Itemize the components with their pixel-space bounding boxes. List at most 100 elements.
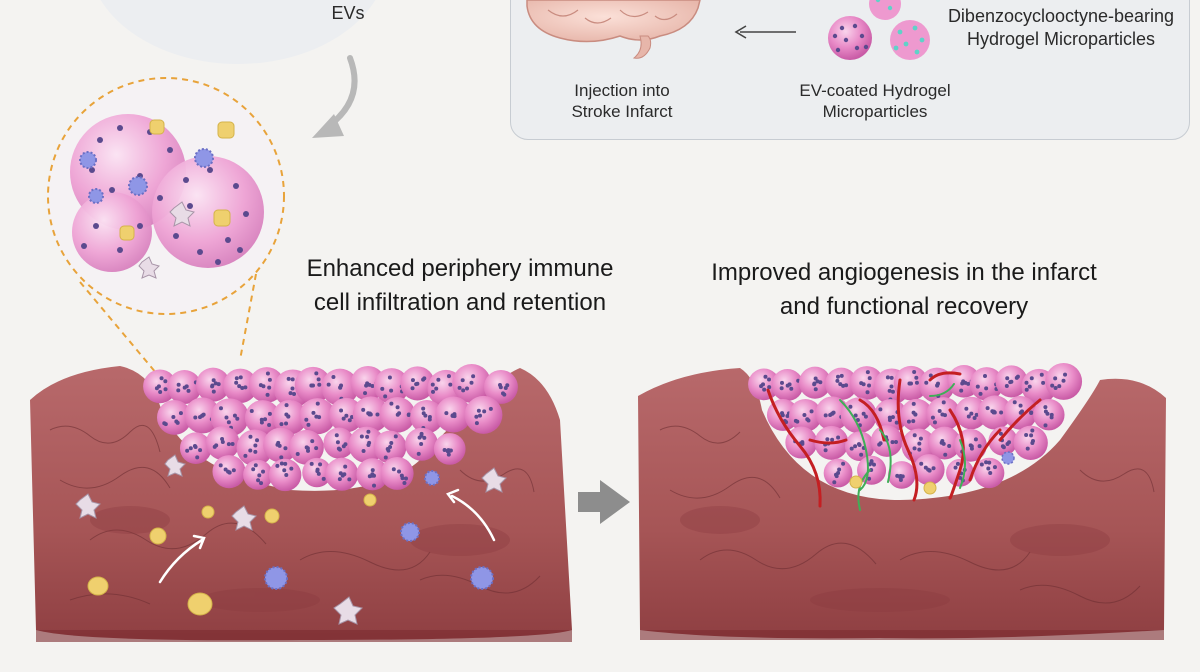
ev-dot [359,434,364,439]
ev-dot [889,384,894,389]
ev-dot [414,382,419,387]
ev-dot [163,387,168,392]
ev-dot [218,406,223,411]
ev-dot [861,382,866,387]
ev-dot [937,409,942,414]
ev-dot [276,440,281,445]
ev-dot [924,380,929,385]
ev-dot [1063,372,1068,377]
right-tissue-block [638,368,1166,640]
ev-dot [311,383,316,388]
ev-dot [234,376,239,381]
ev-dot [383,455,388,460]
ev-dot [987,460,992,465]
ev-dot [224,415,229,420]
ev-dot [195,455,200,460]
ev-dot [465,386,470,391]
ev-dot [446,452,451,457]
ev-dot [1000,444,1005,449]
ev-dot [966,381,971,386]
ev-dot [243,385,248,390]
ev-dot [887,388,892,393]
ev-dot [448,382,453,387]
ev-dot [211,378,216,383]
ev-dot [836,435,841,440]
ev-dot [341,416,346,421]
ev-dot [830,411,835,416]
ev-dot [812,381,817,386]
ev-dot [347,418,352,423]
ev-dot [911,401,916,406]
ev-dot [877,442,882,447]
ev-dot [234,380,239,385]
ev-dot [251,467,256,472]
ev-dot [284,403,289,408]
ev-dot [232,413,237,418]
ev-dot [966,414,971,419]
ev-dot [336,446,341,451]
ev-dot [410,378,415,383]
ev-dot [159,376,164,381]
ev-dot [865,370,870,375]
ev-dot [265,392,270,397]
ev-dot [220,439,225,444]
ev-dot [267,422,272,427]
ev-dot [461,388,466,393]
ev-dot [267,377,272,382]
ev-dot [289,466,294,471]
ev-dot [859,452,864,457]
ev-dot [375,412,380,417]
ev-dot [342,472,347,477]
ev-dot [1027,384,1032,389]
ev-dot [343,442,348,447]
arrow-left-icon [734,25,796,39]
ev-dot [422,376,427,381]
ev-dot [767,385,772,390]
ev-dot [848,404,853,409]
ev-dot [450,413,455,418]
ev-dot [383,394,388,399]
arrow-right-icon [578,480,630,524]
ev-dot [292,392,297,397]
ev-dot [306,448,311,453]
ev-dot [914,375,919,380]
ev-dot [430,382,435,387]
ev-dot [955,461,960,466]
ev-dot [853,444,858,449]
ev-dot [389,401,394,406]
ev-dot [389,441,394,446]
ev-dot [1024,380,1029,385]
ev-dot [386,448,391,453]
ev-dot [887,415,892,420]
ev-dot [210,383,215,388]
ev-dot [286,376,291,381]
ev-dot [267,411,272,416]
ev-dot [263,417,268,422]
ev-dot [238,375,243,380]
ev-dot [1031,438,1036,443]
ev-dot [436,377,441,382]
ev-dot [941,400,946,405]
ev-dot [865,390,870,395]
ev-dot [960,381,965,386]
ev-dot [787,382,792,387]
ev-dot [261,384,266,389]
ev-dot [977,444,982,449]
ev-dot [984,386,989,391]
ev-dot [809,409,814,414]
hydrogel-microparticle [380,456,414,490]
ev-dot [762,387,767,392]
ev-dot [188,446,193,451]
ev-dot [832,480,837,485]
ev-dot [991,409,996,414]
ev-dot [200,413,205,418]
ev-dot [779,386,784,391]
ev-dot [248,448,253,453]
ev-dot [290,386,295,391]
ev-dot [838,382,843,387]
ev-dot [243,453,248,458]
ev-coated-microparticle [828,16,872,60]
ev-dot [423,413,428,418]
ev-dot [284,472,289,477]
ev-dot [1043,405,1048,410]
